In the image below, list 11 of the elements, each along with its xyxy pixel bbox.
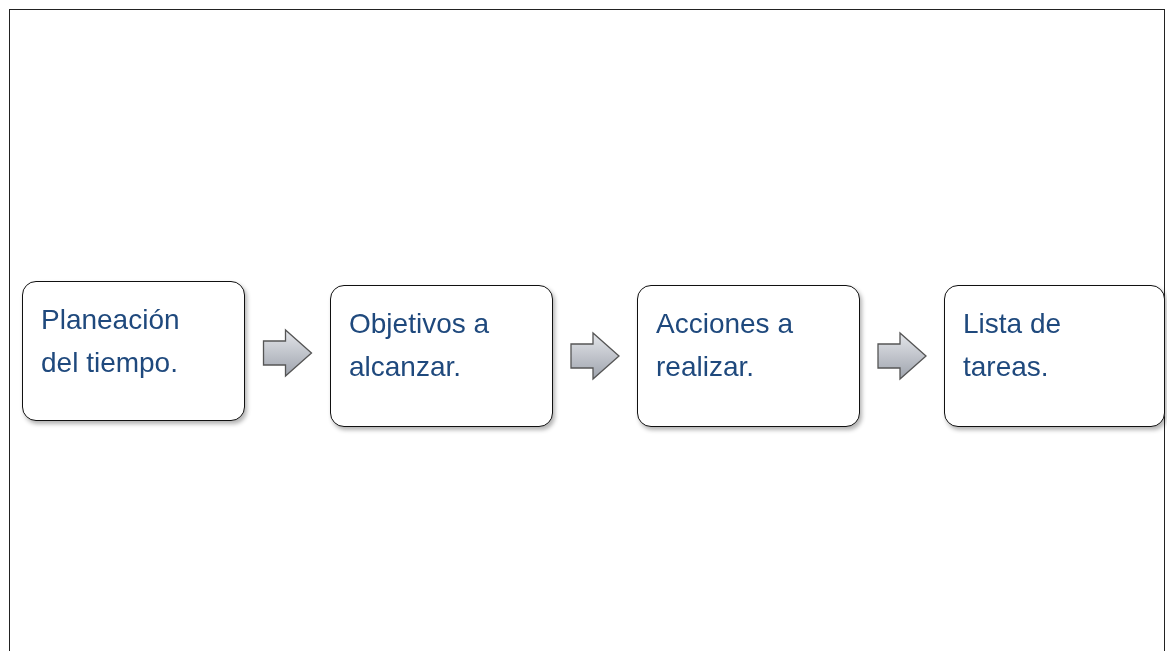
process-box	[330, 285, 553, 427]
process-box	[944, 285, 1165, 427]
box-label: Objetivos a alcanzar.	[349, 307, 491, 385]
box-label: Acciones a realizar.	[656, 307, 794, 385]
box-label: Lista de tareas.	[963, 307, 1063, 385]
process-box	[637, 285, 860, 427]
box-label: Planeación del tiempo.	[41, 303, 181, 381]
block-arrow	[877, 331, 927, 381]
block-arrow	[262, 328, 313, 378]
block-arrow	[570, 331, 620, 381]
process-box	[22, 281, 245, 421]
